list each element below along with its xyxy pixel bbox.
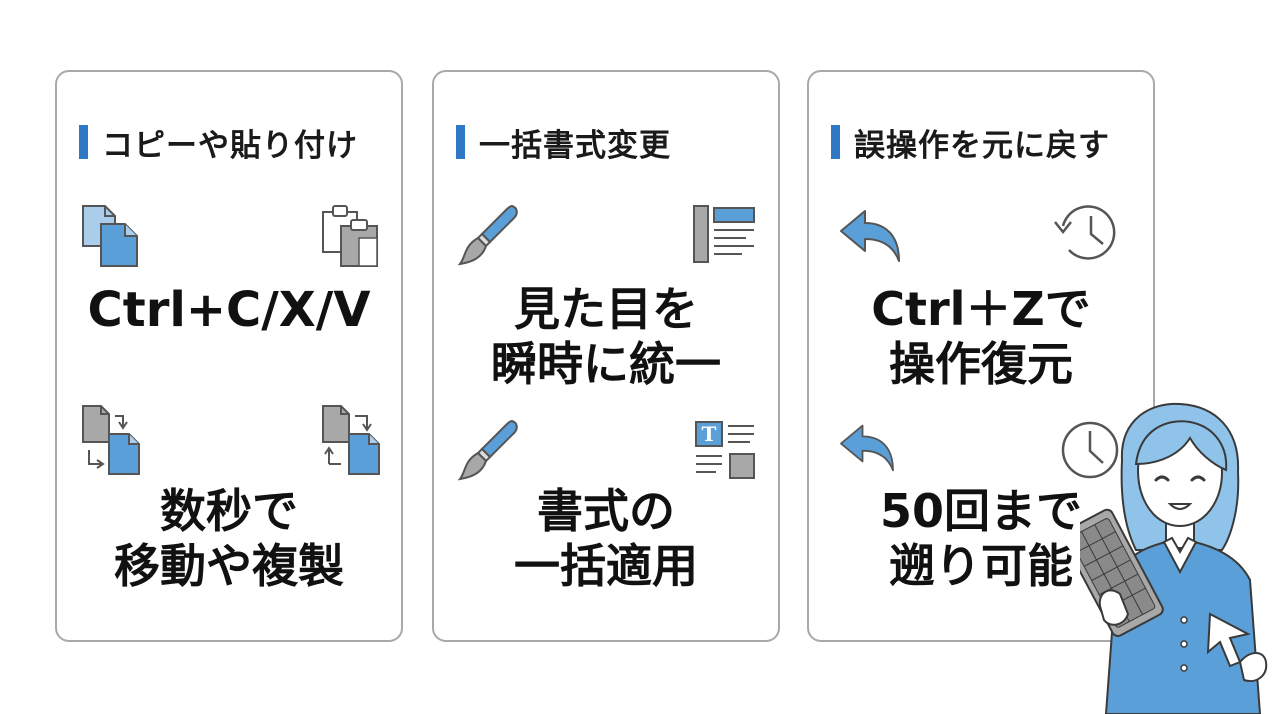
- card-undo: 誤操作を元に戻す Ctrl＋Zで 操作復元 50回まで 遡り可能: [807, 70, 1155, 642]
- document-layout-icon: [693, 205, 755, 263]
- main-line: Ctrl+C/X/V: [87, 282, 371, 338]
- sub-line: 書式の: [537, 484, 675, 538]
- swap-file-icon: [322, 405, 380, 475]
- card-main-text: Ctrl＋Zで 操作復元: [809, 282, 1153, 392]
- clipboard-icon: [322, 205, 378, 267]
- main-line: 見た目を: [514, 282, 698, 336]
- card-main-text: Ctrl+C/X/V: [57, 282, 401, 340]
- card-header: 誤操作を元に戻す: [831, 120, 1143, 164]
- accent-bar: [456, 125, 465, 159]
- card-header: 一括書式変更: [456, 120, 768, 164]
- card-title: 誤操作を元に戻す: [854, 127, 1110, 164]
- sub-line: 数秒で: [160, 484, 298, 538]
- accent-bar: [79, 125, 88, 159]
- card-sub-text: 50回まで 遡り可能: [809, 484, 1153, 594]
- card-bulk-format: 一括書式変更 見た目を 瞬時に統一 T: [432, 70, 780, 642]
- sub-line: 移動や複製: [114, 539, 344, 594]
- card-title: コピーや貼り付け: [102, 127, 358, 164]
- card-title: 一括書式変更: [479, 127, 671, 164]
- main-line: Ctrl＋Zで: [871, 282, 1091, 336]
- main-line: 操作復元: [889, 337, 1073, 392]
- sub-line: 一括適用: [514, 539, 698, 594]
- main-line: 瞬時に統一: [491, 337, 721, 392]
- accent-bar: [831, 125, 840, 159]
- clock-icon: [1061, 421, 1119, 479]
- undo-arrow-icon: [840, 424, 894, 472]
- card-copy-paste: コピーや貼り付け Ctrl+C/X/V: [55, 70, 403, 642]
- history-clock-icon: [1054, 205, 1116, 260]
- paintbrush-icon: [457, 204, 518, 266]
- undo-arrow-icon: [840, 210, 900, 262]
- text-format-icon: T: [695, 421, 755, 479]
- sub-line: 遡り可能: [889, 539, 1073, 594]
- paintbrush-icon: [457, 419, 518, 481]
- card-sub-text: 書式の 一括適用: [434, 484, 778, 594]
- sub-line: 50回まで: [879, 484, 1082, 538]
- card-header: コピーや貼り付け: [79, 120, 391, 164]
- svg-text:T: T: [702, 422, 717, 446]
- copy-pages-icon: [82, 205, 138, 267]
- office-worker-with-keyboard-illustration: [1080, 402, 1268, 714]
- move-file-icon: [82, 405, 140, 475]
- card-sub-text: 数秒で 移動や複製: [57, 484, 401, 594]
- card-main-text: 見た目を 瞬時に統一: [434, 282, 778, 392]
